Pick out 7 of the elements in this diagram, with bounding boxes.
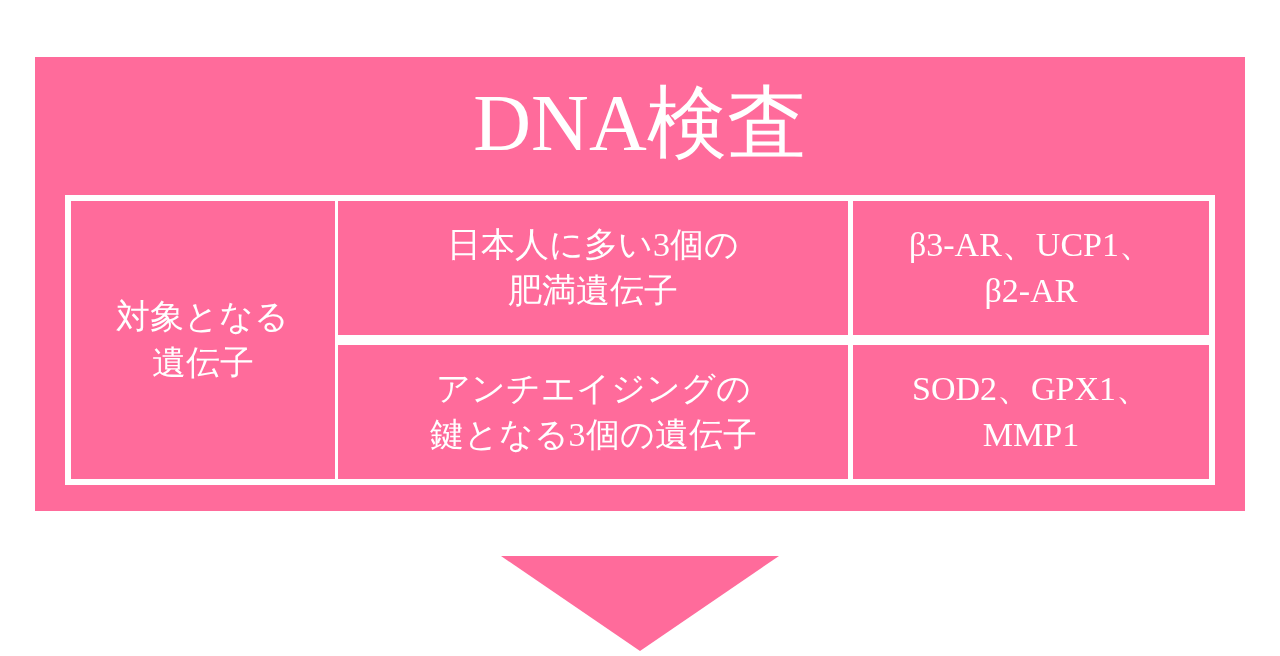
panel-background bbox=[35, 57, 1245, 511]
title-text: DNA検査 bbox=[473, 78, 807, 169]
cell-text: SOD2、GPX1、MMP1 bbox=[910, 369, 1151, 455]
cell-text: β3-AR、UCP1、β2-AR bbox=[908, 225, 1154, 311]
cell-text: アンチエイジングの鍵となる3個の遺伝子 bbox=[428, 369, 758, 455]
cell-text: 日本人に多い3個の肥満遺伝子 bbox=[446, 225, 740, 311]
cell-text: 対象となる遺伝子 bbox=[115, 297, 291, 383]
